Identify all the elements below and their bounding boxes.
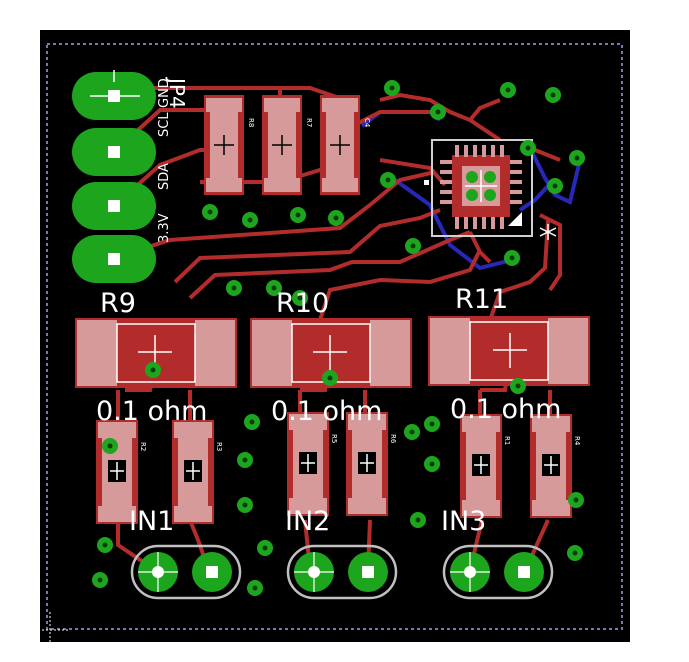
via-hole [550,92,556,98]
label-r7: R7 [305,118,313,127]
via-hole [415,517,421,523]
via-hole [297,295,303,301]
via-hole [389,85,395,91]
label-r2: R2 [139,442,147,451]
board-outline [46,43,623,630]
via-hole [97,577,103,583]
label-gnd: GND [157,78,172,108]
label-in3: IN3 [441,506,486,537]
ic-chip [424,139,557,240]
via-hole [333,215,339,221]
via-hole [247,217,253,223]
designator-r11: R11 [455,284,508,315]
label-r6: R6 [389,434,397,444]
via-hole [505,87,511,93]
via-hole [574,155,580,161]
smd-pad-icon [530,414,572,518]
silkscreen-labels: R9 R10 R11 0.1 ohm 0.1 ohm 0.1 ohm IN1 I… [96,76,581,537]
smd-pad-icon [428,316,590,386]
label-jp4: JP4 [165,76,189,109]
label-r5: R5 [330,434,338,443]
designator-r10: R10 [276,288,329,319]
via-hole [429,421,435,427]
label-c4: C4 [363,118,371,128]
label-sda: SDA [157,163,172,190]
smd-pad-icon [460,414,502,518]
label-r8: R8 [247,118,255,127]
vias [92,80,585,596]
label-r3: R3 [215,442,223,451]
via-hole [435,109,441,115]
smd-pad-icon [172,420,214,524]
value-r11: 0.1 ohm [450,394,561,425]
via-hole [552,183,558,189]
header-jp4 [72,70,156,283]
smd-pad-icon [320,95,360,195]
label-r4: R4 [573,436,581,446]
via-hole [271,285,277,291]
smd-pad-icon [262,95,302,195]
value-r9: 0.1 ohm [96,396,207,427]
via-hole [242,457,248,463]
via-hole [295,212,301,218]
via-hole [102,542,108,548]
origin-marker [38,612,70,648]
input-connectors [130,544,554,600]
smd-pad-icon [204,95,244,195]
top-small-parts [204,95,360,195]
via-hole [515,383,521,389]
via-hole [509,255,515,261]
via-hole [262,545,268,551]
smd-pad-icon [75,318,237,388]
smd-pad-icon [346,412,388,516]
label-in2: IN2 [285,506,330,537]
via-hole [525,145,531,151]
via-hole [231,285,237,291]
divider-resistors [96,412,572,524]
via-hole [410,243,416,249]
label-r1: R1 [503,436,511,445]
via-hole [207,209,213,215]
via-hole [385,177,391,183]
via-hole [572,550,578,556]
via-hole [107,443,113,449]
via-hole [573,497,579,503]
label-in1: IN1 [129,506,174,537]
label-3v3: 3.3V [157,213,172,243]
designator-r9: R9 [100,288,136,319]
via-hole [252,585,258,591]
via-hole [409,429,415,435]
via-hole [249,419,255,425]
via-hole [327,375,333,381]
value-r10: 0.1 ohm [271,396,382,427]
via-hole [429,461,435,467]
smd-pad-icon [287,412,329,516]
via-hole [150,367,156,373]
via-hole [242,502,248,508]
label-scl: SCL [157,112,172,137]
